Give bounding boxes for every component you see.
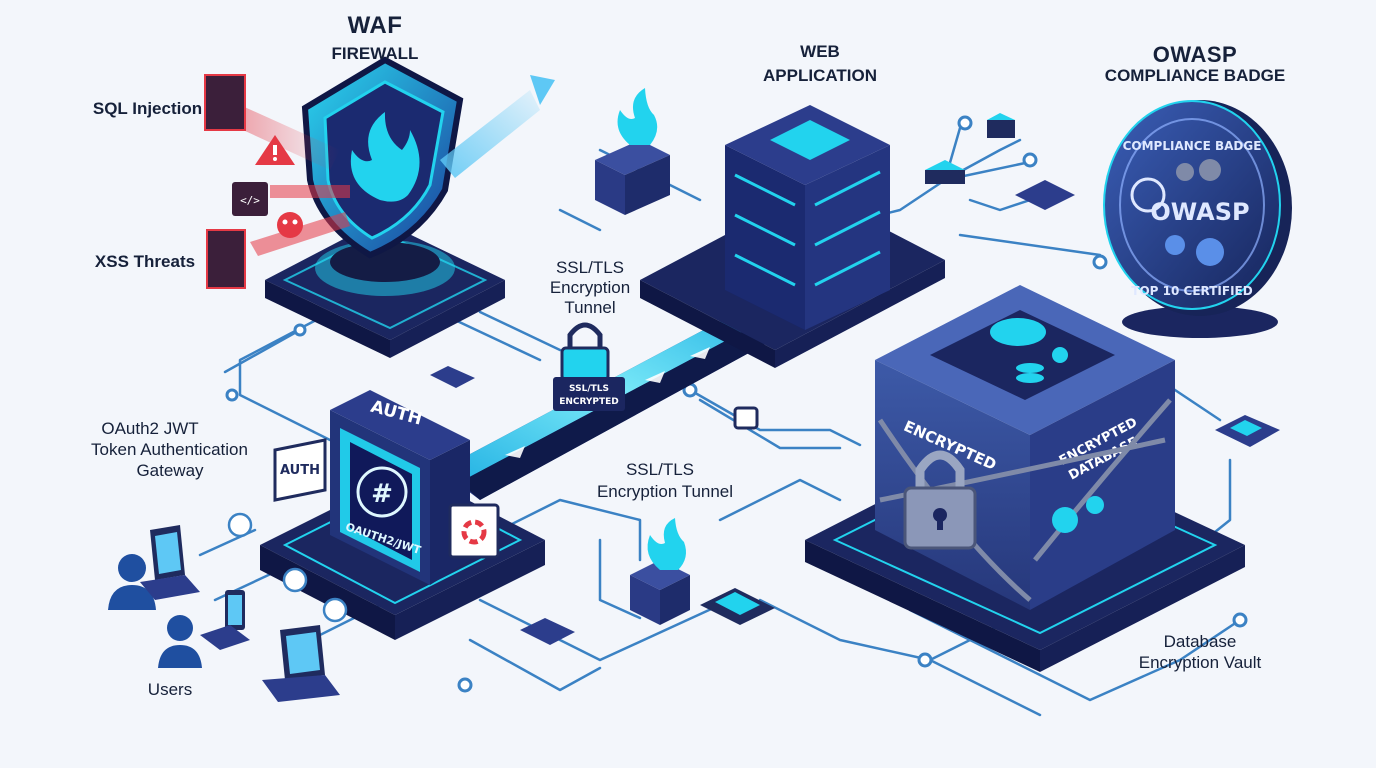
- user-icon: [108, 554, 156, 610]
- gear-icon: [1165, 159, 1224, 266]
- gear-icon: [461, 519, 487, 545]
- ssl-top-label-line2: Encryption: [549, 278, 631, 297]
- ssl-tls-badge: SSL/TLS ENCRYPTED: [553, 322, 625, 411]
- oauth-label-line2: Token Authentication: [91, 440, 248, 459]
- svg-text:SSL/TLS: SSL/TLS: [569, 384, 609, 394]
- waf-subtitle-label: FIREWALL: [331, 44, 419, 63]
- network-node-dots: [225, 115, 1248, 693]
- svg-text:ENCRYPTED: ENCRYPTED: [559, 397, 619, 407]
- oauth-label-line3: Gateway: [136, 461, 204, 480]
- server-icon: [725, 105, 890, 330]
- db-vault-label-line1: Database: [1163, 632, 1237, 651]
- auth-gateway-node: AUTH # OAUTH2/JWT AUTH: [260, 390, 545, 640]
- owasp-title-label: OWASP: [1152, 42, 1238, 67]
- web-app-label-line2: APPLICATION: [763, 66, 877, 85]
- flame-icon: [350, 112, 420, 202]
- badge-center-text: OWASP: [1150, 198, 1249, 226]
- sql-code-window: [204, 74, 246, 131]
- oauth-label-line1: OAuth2 JWT: [101, 419, 199, 438]
- xss-threats-label: XSS Threats: [94, 252, 196, 271]
- badge-top-text: COMPLIANCE BADGE: [1123, 139, 1262, 153]
- code-icon: </>: [232, 182, 268, 216]
- auth-card: AUTH: [273, 438, 327, 502]
- users-label: Users: [147, 680, 193, 699]
- warning-icon: [255, 135, 295, 165]
- ssl-bottom-label-line1: SSL/TLS: [625, 460, 695, 479]
- xss-code-window: [206, 229, 246, 289]
- ssl-top-label-line3: Tunnel: [564, 298, 616, 317]
- ssl-bottom-label-line2: Encryption Tunnel: [596, 482, 734, 501]
- web-app-label-line1: WEB: [800, 42, 840, 61]
- gear-card: [448, 503, 500, 559]
- laptop-icon: [262, 625, 340, 702]
- lock-icon: [903, 450, 977, 550]
- owasp-compliance-badge: COMPLIANCE BADGE OWASP TOP 10 CERTIFIED: [1103, 100, 1292, 338]
- gear-icon: [1052, 347, 1068, 363]
- threat-arrows: </>: [204, 74, 350, 289]
- tunnel-arrows: [505, 347, 710, 458]
- mini-firewall-top: [595, 88, 670, 215]
- web-application-server: [640, 105, 945, 368]
- waf-firewall-node: [265, 56, 555, 358]
- users-group: [108, 512, 348, 702]
- hash-icon: #: [371, 479, 393, 509]
- network-node-devices: [430, 113, 1280, 645]
- owasp-subtitle-label: COMPLIANCE BADGE: [1104, 66, 1286, 85]
- skull-icon: [277, 212, 303, 238]
- oauth-stamp-ring: [356, 466, 408, 518]
- mini-firewall-bottom: [630, 518, 690, 625]
- svg-text:AUTH: AUTH: [280, 463, 320, 478]
- lock-icon: [560, 346, 610, 382]
- waf-title-label: WAF: [347, 12, 403, 39]
- user-icon: [158, 615, 202, 668]
- phone-icon: [225, 590, 245, 630]
- gear-icon: [1052, 496, 1104, 533]
- lock-icon: [733, 406, 759, 430]
- laptop-icon: [140, 525, 200, 600]
- encrypted-database-vault: ENCRYPTED ENCRYPTED DATABASE: [805, 285, 1245, 672]
- badge-bottom-text: TOP 10 CERTIFIED: [1131, 284, 1252, 298]
- db-vault-label-line2: Encryption Vault: [1138, 653, 1262, 672]
- sql-injection-label: SQL Injection: [92, 99, 203, 118]
- ssl-top-label-line1: SSL/TLS: [555, 258, 625, 277]
- svg-text:</>: </>: [240, 194, 260, 207]
- database-icon: [1016, 363, 1044, 383]
